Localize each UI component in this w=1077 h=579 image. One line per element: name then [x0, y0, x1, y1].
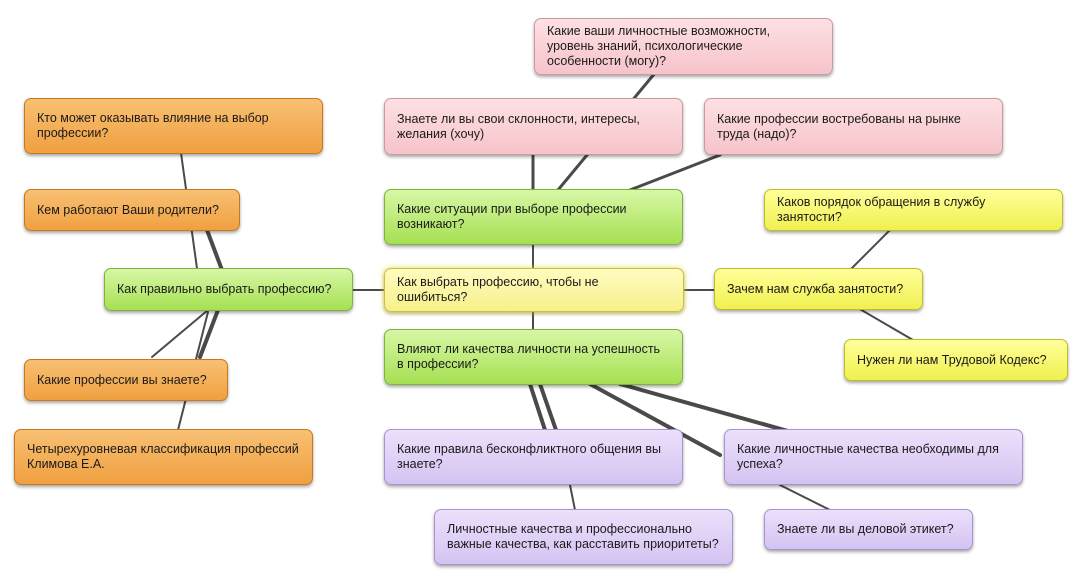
klimov-classification-label: Четырехуровневая классификация профессий… — [27, 442, 299, 471]
business-etiquette-label: Знаете ли вы деловой этикет? — [777, 522, 954, 536]
connector — [205, 228, 224, 272]
labor-demand-label: Какие профессии востребованы на рынке тр… — [717, 111, 961, 141]
bottom-hub-node[interactable]: Влияют ли качества личности на успешност… — [384, 329, 683, 385]
center-topic[interactable]: Как выбрать профессию, чтобы не ошибитьс… — [384, 268, 684, 312]
klimov-classification-node[interactable]: Четырехуровневая классификация профессий… — [14, 429, 313, 485]
parents-node[interactable]: Кем работают Ваши родители? — [24, 189, 240, 231]
labor-demand-node[interactable]: Какие профессии востребованы на рынке тр… — [704, 98, 1003, 155]
priorities-label: Личностные качества и профессионально ва… — [447, 522, 719, 551]
parents-label: Кем работают Ваши родители? — [37, 202, 219, 217]
connector — [588, 382, 722, 457]
known-professions-node[interactable]: Какие профессии вы знаете? — [24, 359, 228, 401]
influence-node[interactable]: Кто может оказывать влияние на выбор про… — [24, 98, 323, 154]
top-hub-label: Какие ситуации при выборе профессии возн… — [397, 202, 627, 231]
employment-procedure-node[interactable]: Каков порядок обращения в службу занятос… — [764, 189, 1063, 231]
labor-code-label: Нужен ли нам Трудовой Кодекс? — [857, 352, 1047, 367]
left-hub-node[interactable]: Как правильно выбрать профессию? — [104, 268, 353, 311]
bottom-hub-label: Влияют ли качества личности на успешност… — [397, 342, 661, 371]
success-qualities-label: Какие личностные качества необходимы для… — [737, 442, 999, 471]
conflict-free-label: Какие правила бесконфликтного общения вы… — [397, 442, 661, 471]
abilities-label: Какие ваши личностные возможности, урове… — [547, 24, 771, 68]
connector — [779, 484, 831, 511]
connector — [528, 382, 547, 432]
connector — [628, 153, 722, 192]
center-topic-label: Как выбрать профессию, чтобы не ошибитьс… — [397, 275, 599, 304]
connector — [538, 382, 558, 432]
priorities-node[interactable]: Личностные качества и профессионально ва… — [434, 509, 733, 565]
right-hub-node[interactable]: Зачем нам служба занятости? — [714, 268, 923, 310]
conflict-free-node[interactable]: Какие правила бесконфликтного общения вы… — [384, 429, 683, 485]
success-qualities-node[interactable]: Какие личностные качества необходимы для… — [724, 429, 1023, 485]
connector — [849, 229, 891, 271]
connector — [857, 307, 914, 341]
left-hub-label: Как правильно выбрать профессию? — [117, 282, 332, 296]
connector — [151, 309, 209, 358]
connector — [569, 484, 576, 511]
known-professions-label: Какие профессии вы знаете? — [37, 372, 207, 387]
connector — [198, 308, 220, 359]
interests-label: Знаете ли вы свои склонности, интересы, … — [397, 111, 640, 141]
interests-node[interactable]: Знаете ли вы свои склонности, интересы, … — [384, 98, 683, 155]
influence-label: Кто может оказывать влияние на выбор про… — [37, 111, 269, 140]
labor-code-node[interactable]: Нужен ли нам Трудовой Кодекс? — [844, 339, 1068, 381]
abilities-node[interactable]: Какие ваши личностные возможности, урове… — [534, 18, 833, 75]
top-hub-node[interactable]: Какие ситуации при выборе профессии возн… — [384, 189, 683, 245]
employment-procedure-label: Каков порядок обращения в службу занятос… — [777, 195, 986, 224]
right-hub-label: Зачем нам служба занятости? — [727, 281, 904, 296]
business-etiquette-node[interactable]: Знаете ли вы деловой этикет? — [764, 509, 973, 550]
